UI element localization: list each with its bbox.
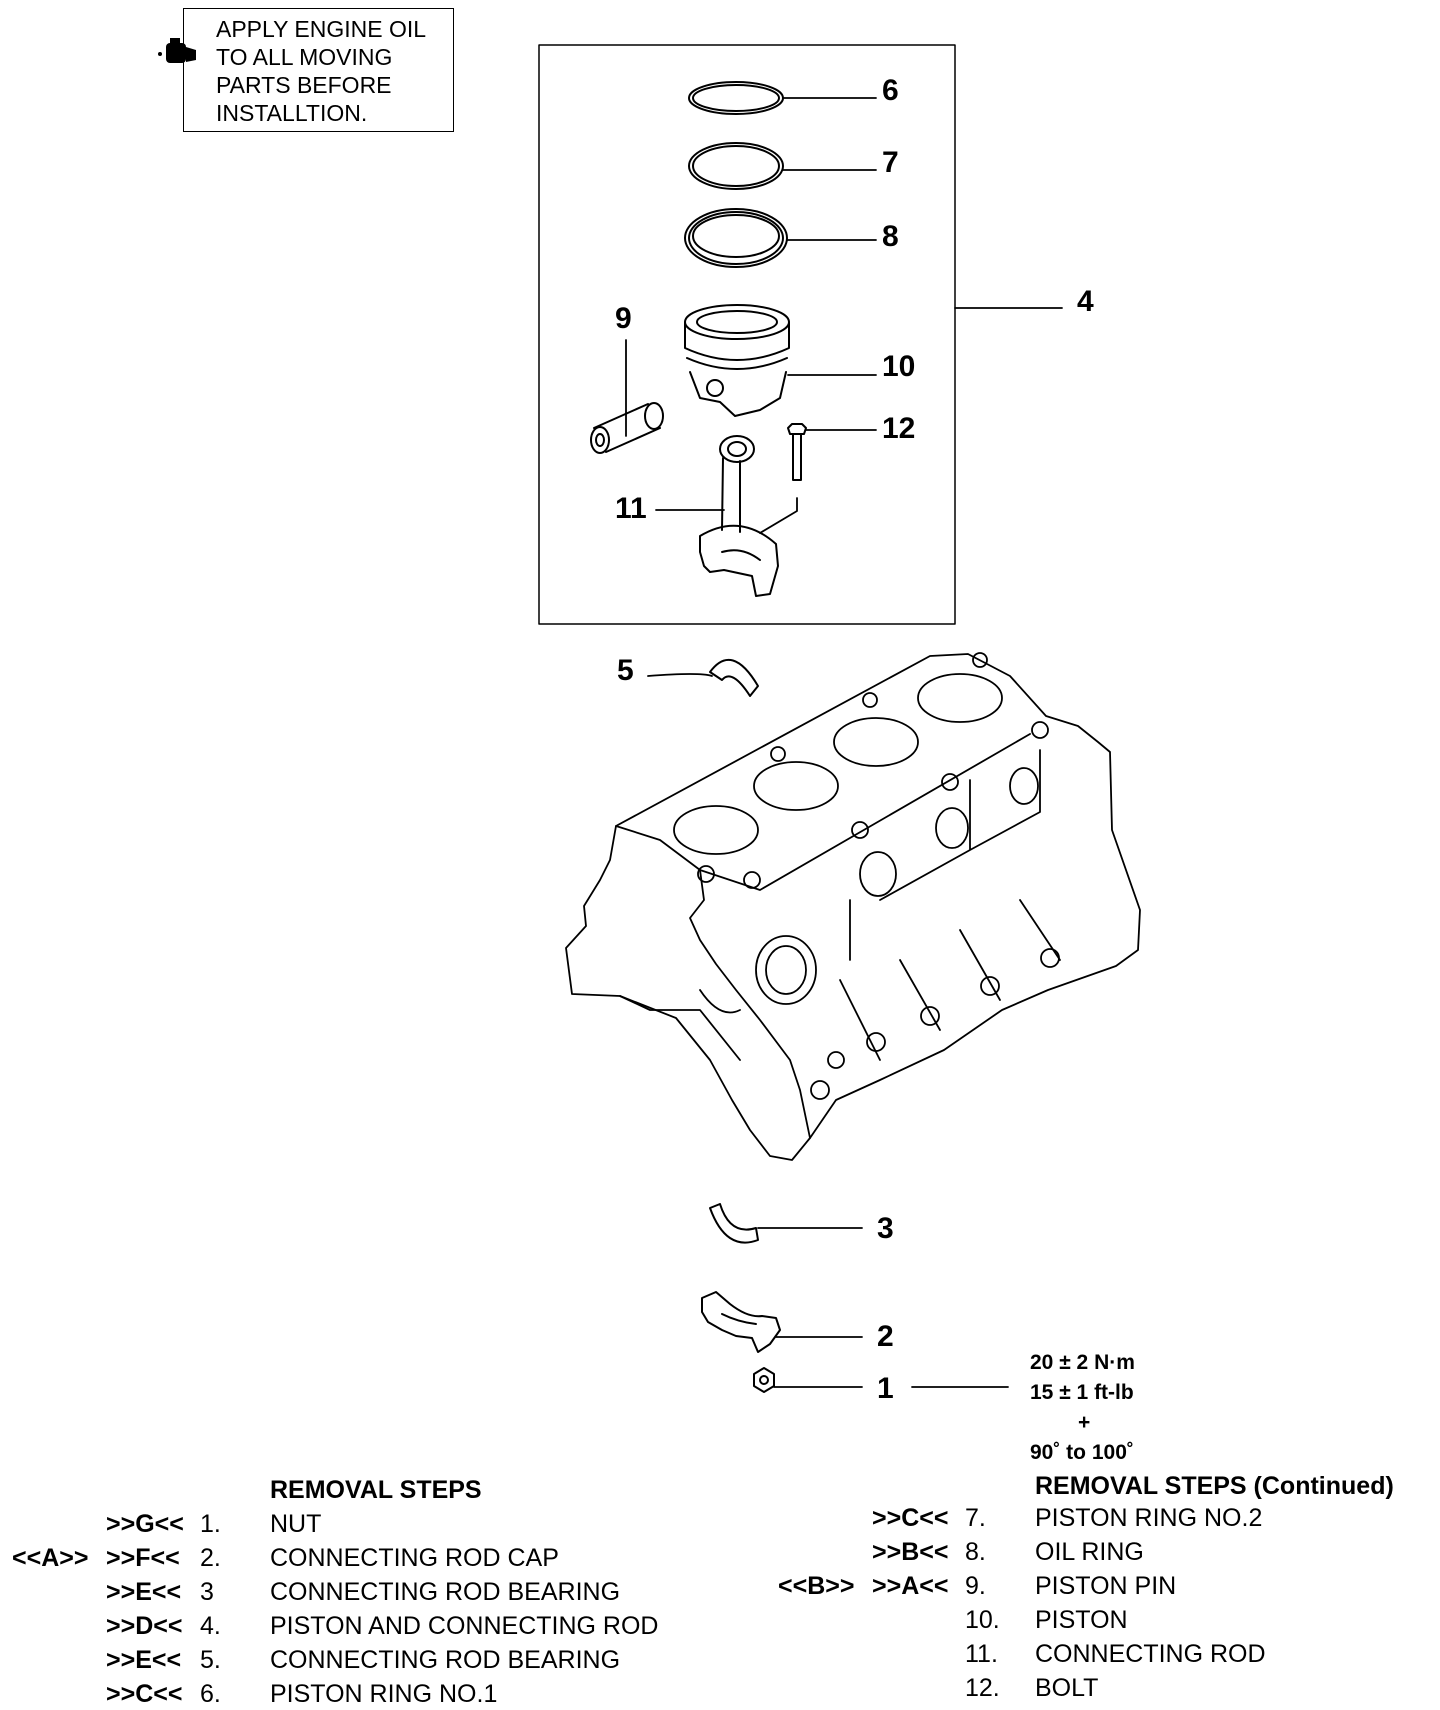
step-part-name: PISTON RING NO.2 <box>1035 1504 1263 1532</box>
step-number: 7. <box>965 1504 986 1532</box>
step-number: 12. <box>965 1674 1000 1702</box>
leader-lines <box>625 97 1063 1388</box>
service-point-marker: >>C<< <box>872 1504 949 1532</box>
step-part-name: PISTON PIN <box>1035 1572 1177 1600</box>
cylinder-block-part <box>565 652 1141 1161</box>
callout-5: 5 <box>617 654 634 687</box>
torque-ftlb: 15 ± 1 ft-lb <box>1030 1381 1134 1404</box>
upper-rod-bearing-part <box>709 658 759 697</box>
piston-ring-no2-part <box>688 142 784 190</box>
step-number: 6. <box>200 1680 221 1708</box>
oil-ring-part <box>684 208 788 268</box>
callout-6: 6 <box>882 74 899 107</box>
step-number: 5. <box>200 1646 221 1674</box>
callout-1: 1 <box>877 1372 894 1405</box>
step-number: 11. <box>965 1640 998 1668</box>
torque-plus: + <box>1078 1411 1091 1434</box>
callout-4: 4 <box>1077 285 1094 318</box>
step-part-name: CONNECTING ROD BEARING <box>270 1646 621 1674</box>
service-point-marker: >>E<< <box>106 1578 182 1606</box>
callout-3: 3 <box>877 1212 894 1245</box>
note-line: TO ALL MOVING <box>216 44 393 70</box>
service-point-marker: >>C<< <box>106 1680 183 1708</box>
step-part-name: PISTON <box>1035 1606 1128 1634</box>
note-line: INSTALLTION. <box>216 100 368 126</box>
service-point-marker: >>F<< <box>106 1544 180 1572</box>
step-part-name: CONNECTING ROD CAP <box>270 1544 559 1572</box>
step-number: 9. <box>965 1572 986 1600</box>
note-line: APPLY ENGINE OIL <box>216 16 427 42</box>
step-number: 2. <box>200 1544 221 1572</box>
callout-12: 12 <box>882 412 916 445</box>
callout-8: 8 <box>882 220 899 253</box>
step-part-name: PISTON RING NO.1 <box>270 1680 498 1708</box>
service-point-marker: >>B<< <box>872 1538 949 1566</box>
oil-can-icon <box>158 38 196 63</box>
callout-11: 11 <box>615 492 647 525</box>
lower-rod-bearing-part <box>709 1203 759 1244</box>
torque-angle: 90˚ to 100˚ <box>1030 1441 1134 1464</box>
piston-assembly-box <box>538 44 956 625</box>
note-line: PARTS BEFORE <box>216 72 392 98</box>
step-part-name: BOLT <box>1035 1674 1099 1702</box>
step-part-name: NUT <box>270 1510 322 1538</box>
piston-part <box>684 304 790 417</box>
callout-7: 7 <box>882 146 899 179</box>
callout-2: 2 <box>877 1320 894 1353</box>
torque-nm: 20 ± 2 N·m <box>1030 1351 1135 1374</box>
step-part-name: CONNECTING ROD <box>1035 1640 1266 1668</box>
step-number: 8. <box>965 1538 986 1566</box>
bolt-part <box>787 423 807 481</box>
service-point-marker: >>E<< <box>106 1646 182 1674</box>
callout-10: 10 <box>882 350 916 383</box>
removal-steps-title: REMOVAL STEPS <box>270 1476 482 1504</box>
step-part-name: OIL RING <box>1035 1538 1144 1566</box>
step-part-name: PISTON AND CONNECTING ROD <box>270 1612 659 1640</box>
step-number: 10. <box>965 1606 1000 1634</box>
removal-steps-continued-title: REMOVAL STEPS (Continued) <box>1035 1472 1394 1500</box>
step-number: 3 <box>200 1578 214 1606</box>
install-step-marker: <<B>> <box>778 1572 855 1600</box>
service-point-marker: >>D<< <box>106 1612 183 1640</box>
connecting-rod-cap-part <box>701 1291 781 1353</box>
nut-part <box>753 1367 775 1393</box>
engine-oil-note: APPLY ENGINE OIL TO ALL MOVING PARTS BEF… <box>183 8 454 132</box>
step-number: 4. <box>200 1612 221 1640</box>
install-step-marker: <<A>> <box>12 1544 89 1572</box>
piston-pin-part <box>590 402 664 454</box>
piston-ring-no1-part <box>688 81 784 115</box>
callout-9: 9 <box>615 302 632 335</box>
connecting-rod-part <box>699 435 779 597</box>
step-part-name: CONNECTING ROD BEARING <box>270 1578 621 1606</box>
service-point-marker: >>G<< <box>106 1510 184 1538</box>
service-point-marker: >>A<< <box>872 1572 949 1600</box>
step-number: 1. <box>200 1510 221 1538</box>
